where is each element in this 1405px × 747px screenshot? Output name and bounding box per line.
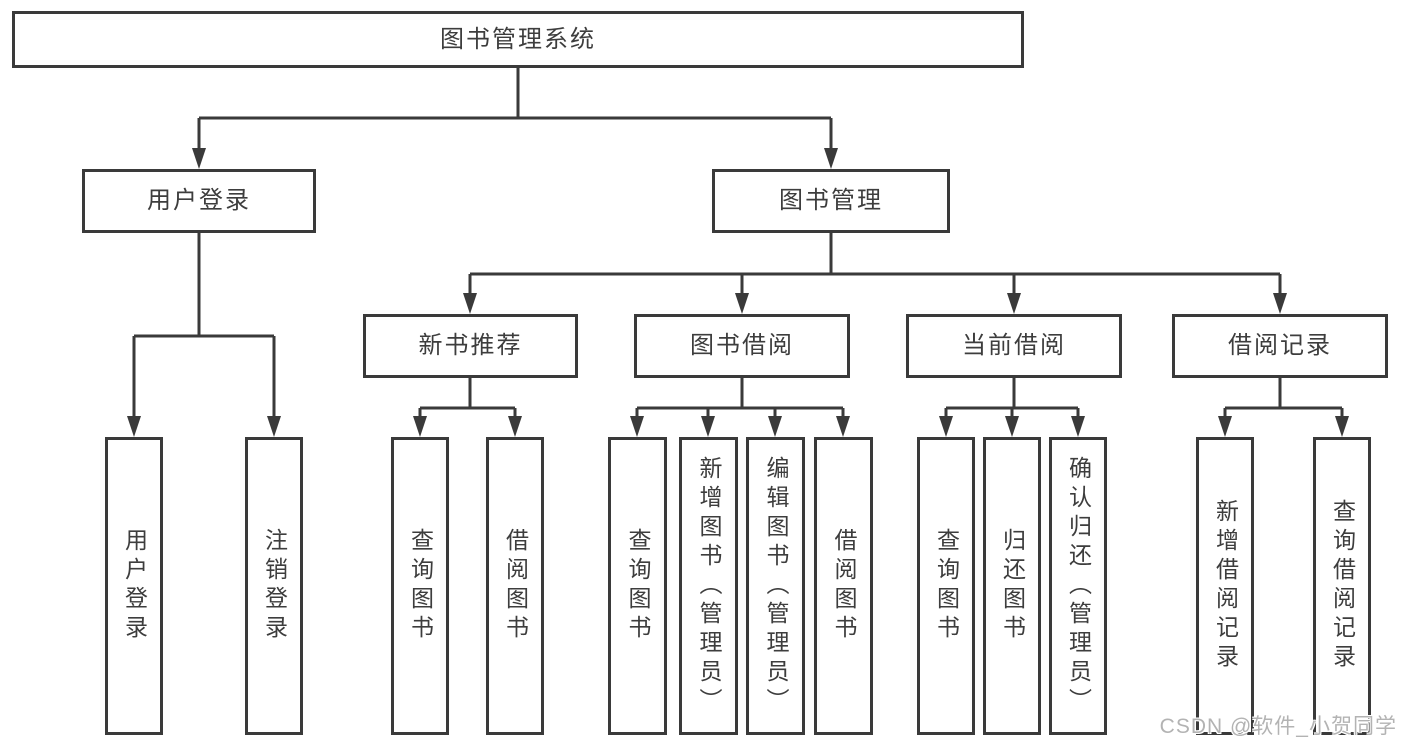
node-book-management: 图书管理 — [712, 169, 950, 233]
leaf-confirm-return-admin: 确认归还（管理员） — [1049, 437, 1107, 735]
leaf-query-books-recommend-label: 查询图书 — [407, 528, 434, 644]
node-current-borrow-label: 当前借阅 — [962, 332, 1066, 359]
leaf-query-books-current: 查询图书 — [917, 437, 975, 735]
leaf-query-borrow-record: 查询借阅记录 — [1313, 437, 1371, 735]
leaf-add-borrow-record: 新增借阅记录 — [1196, 437, 1254, 735]
leaf-user-login-label: 用户登录 — [121, 528, 148, 644]
node-user-login-branch: 用户登录 — [82, 169, 316, 233]
leaf-borrow-books-recommend: 借阅图书 — [486, 437, 544, 735]
wire-new-book-recommend-children — [413, 378, 522, 437]
leaf-query-books-current-label: 查询图书 — [933, 528, 960, 644]
node-new-book-recommend-label: 新书推荐 — [418, 332, 523, 359]
node-new-book-recommend: 新书推荐 — [363, 314, 578, 378]
leaf-return-books-label: 归还图书 — [999, 528, 1026, 644]
leaf-borrow-books-label: 借阅图书 — [831, 528, 857, 644]
leaf-query-borrow-record-label: 查询借阅记录 — [1329, 499, 1356, 673]
wire-user-login-children — [127, 233, 281, 437]
leaf-borrow-books-recommend-label: 借阅图书 — [502, 528, 529, 644]
leaf-user-login: 用户登录 — [105, 437, 163, 735]
node-current-borrow: 当前借阅 — [906, 314, 1122, 378]
node-borrow-records: 借阅记录 — [1172, 314, 1388, 378]
node-borrow-records-label: 借阅记录 — [1228, 332, 1332, 359]
node-book-borrow: 图书借阅 — [634, 314, 850, 378]
leaf-borrow-books: 借阅图书 — [814, 437, 873, 735]
csdn-watermark: CSDN @软件_小贺同学 — [1159, 715, 1397, 738]
leaf-logout: 注销登录 — [245, 437, 303, 735]
node-library-system-label: 图书管理系统 — [440, 25, 596, 53]
wire-book-management-children — [463, 233, 1287, 314]
node-user-login-branch-label: 用户登录 — [147, 187, 251, 214]
wire-book-borrow-children — [630, 378, 850, 437]
leaf-add-books-admin-label: 新增图书（管理员） — [696, 455, 722, 717]
leaf-edit-books-admin-label: 编辑图书（管理员） — [763, 455, 789, 717]
wire-root-to-level2 — [192, 68, 838, 169]
node-library-system: 图书管理系统 — [12, 11, 1024, 68]
node-book-management-label: 图书管理 — [779, 187, 883, 214]
wire-borrow-records-children — [1218, 378, 1349, 437]
leaf-add-borrow-record-label: 新增借阅记录 — [1212, 499, 1239, 673]
leaf-query-books-recommend: 查询图书 — [391, 437, 449, 735]
leaf-logout-label: 注销登录 — [261, 528, 288, 644]
wire-current-borrow-children — [939, 378, 1085, 437]
leaf-query-books-borrow: 查询图书 — [608, 437, 667, 735]
leaf-return-books: 归还图书 — [983, 437, 1041, 735]
leaf-edit-books-admin: 编辑图书（管理员） — [746, 437, 805, 735]
leaf-add-books-admin: 新增图书（管理员） — [679, 437, 738, 735]
leaf-query-books-borrow-label: 查询图书 — [625, 528, 651, 644]
node-book-borrow-label: 图书借阅 — [690, 332, 794, 359]
leaf-confirm-return-admin-label: 确认归还（管理员） — [1065, 455, 1092, 717]
